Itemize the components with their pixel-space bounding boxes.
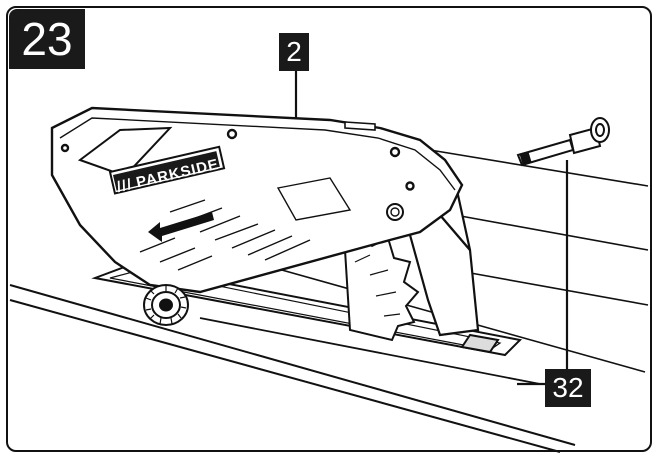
callout-bolt: 32 (545, 369, 591, 407)
leader-lines (294, 71, 569, 386)
brand-logo (108, 145, 226, 195)
figure-frame (6, 6, 652, 452)
callout-blade-guard: 2 (279, 33, 309, 71)
bolt-32 (516, 117, 610, 167)
blade-guard (50, 106, 464, 294)
figure-number: 23 (9, 9, 85, 69)
direction-arrow-icon (148, 212, 214, 242)
locking-knob (143, 284, 189, 326)
